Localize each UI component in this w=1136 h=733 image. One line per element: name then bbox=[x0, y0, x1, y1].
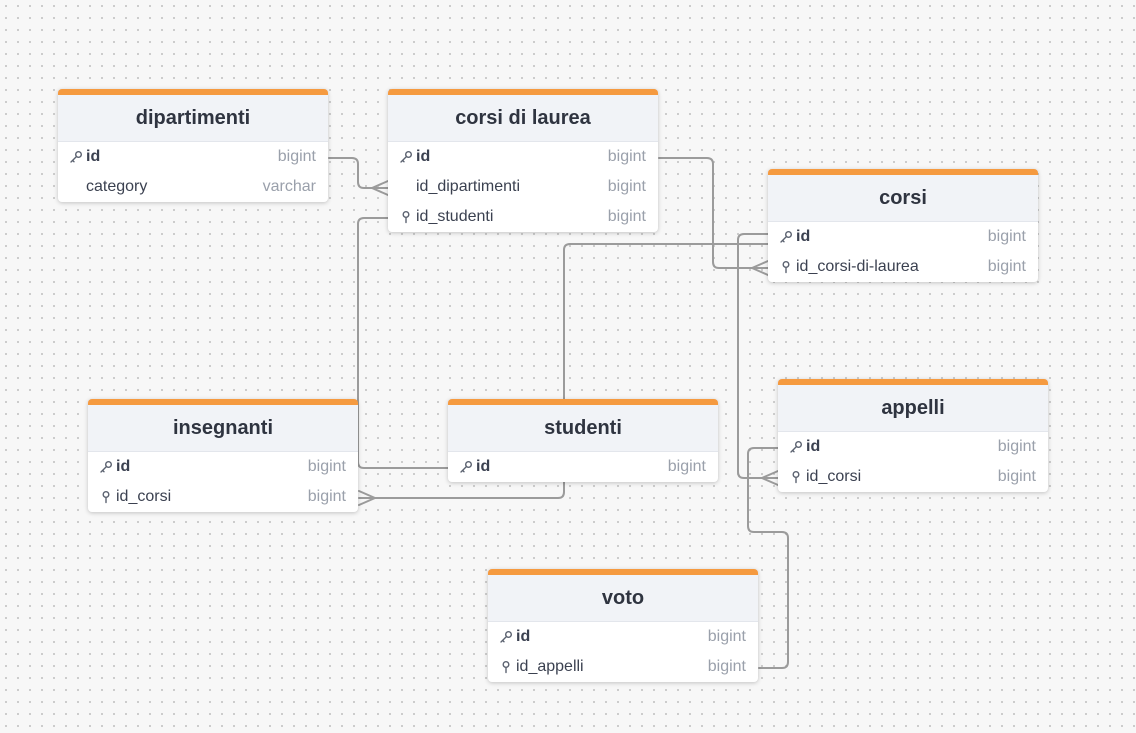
field-type: bigint bbox=[997, 438, 1036, 455]
field-row[interactable]: id_dipartimenti bigint bbox=[388, 172, 658, 202]
foreign-key-icon bbox=[498, 652, 514, 682]
field-type: bigint bbox=[707, 658, 746, 675]
field-type: bigint bbox=[607, 148, 646, 165]
field-name: id bbox=[86, 148, 101, 165]
edge-corsi-di-laurea-corsi bbox=[658, 157, 769, 269]
field-type: bigint bbox=[277, 148, 316, 165]
field-name: id bbox=[476, 458, 491, 475]
table-voto[interactable]: voto id bigint id_appelli bigint bbox=[488, 569, 758, 682]
foreign-key-icon bbox=[98, 482, 114, 512]
key-icon bbox=[778, 222, 794, 252]
field-row[interactable]: id bigint bbox=[488, 622, 758, 652]
key-icon bbox=[788, 432, 804, 462]
table-insegnanti[interactable]: insegnanti id bigint id_corsi bigint bbox=[88, 399, 358, 512]
table-corsi[interactable]: corsi id bigint id_corsi-di-laurea bigint bbox=[768, 169, 1038, 282]
field-name: id bbox=[416, 148, 431, 165]
field-type: bigint bbox=[987, 228, 1026, 245]
field-type: bigint bbox=[667, 458, 706, 475]
table-title: corsi di laurea bbox=[388, 95, 658, 142]
field-type: varchar bbox=[262, 178, 316, 195]
field-row[interactable]: id_corsi bigint bbox=[778, 462, 1048, 492]
table-title: dipartimenti bbox=[58, 95, 328, 142]
key-icon bbox=[98, 452, 114, 482]
field-type: bigint bbox=[607, 208, 646, 225]
field-name: id_corsi bbox=[116, 488, 172, 505]
field-row[interactable]: id_appelli bigint bbox=[488, 652, 758, 682]
field-name: id_corsi bbox=[806, 468, 862, 485]
field-type: bigint bbox=[997, 468, 1036, 485]
crowfoot-icon bbox=[371, 180, 389, 196]
field-type: bigint bbox=[607, 178, 646, 195]
field-name: id_corsi-di-laurea bbox=[796, 258, 919, 275]
field-name: id_studenti bbox=[416, 208, 494, 225]
field-row[interactable]: id bigint bbox=[448, 452, 718, 482]
table-title: appelli bbox=[778, 385, 1048, 432]
table-studenti[interactable]: studenti id bigint bbox=[448, 399, 718, 482]
key-icon bbox=[498, 622, 514, 652]
table-title: insegnanti bbox=[88, 405, 358, 452]
field-type: bigint bbox=[987, 258, 1026, 275]
field-row[interactable]: id bigint bbox=[778, 432, 1048, 462]
field-row[interactable]: id bigint bbox=[88, 452, 358, 482]
field-name: category bbox=[86, 178, 148, 195]
field-type: bigint bbox=[707, 628, 746, 645]
table-dipartimenti[interactable]: dipartimenti id bigint category varchar bbox=[58, 89, 328, 202]
foreign-key-icon bbox=[398, 202, 414, 232]
edge-dipartimenti-corsi-di-laurea bbox=[328, 157, 389, 189]
field-name: id_appelli bbox=[516, 658, 584, 675]
field-name: id_dipartimenti bbox=[416, 178, 521, 195]
field-row[interactable]: id bigint bbox=[768, 222, 1038, 252]
field-name: id bbox=[516, 628, 531, 645]
field-row[interactable]: id bigint bbox=[58, 142, 328, 172]
crowfoot-icon bbox=[751, 260, 769, 276]
field-row[interactable]: id_studenti bigint bbox=[388, 202, 658, 232]
field-row[interactable]: id_corsi bigint bbox=[88, 482, 358, 512]
field-name: id bbox=[806, 438, 821, 455]
table-title: voto bbox=[488, 575, 758, 622]
field-type: bigint bbox=[307, 488, 346, 505]
field-row[interactable]: id_corsi-di-laurea bigint bbox=[768, 252, 1038, 282]
field-row[interactable]: category varchar bbox=[58, 172, 328, 202]
edge-studenti-corsi-di-laurea bbox=[357, 217, 449, 469]
key-icon bbox=[68, 142, 84, 172]
field-row[interactable]: id bigint bbox=[388, 142, 658, 172]
table-title: studenti bbox=[448, 405, 718, 452]
crowfoot-icon bbox=[358, 490, 376, 506]
field-name: id bbox=[116, 458, 131, 475]
foreign-key-icon bbox=[788, 462, 804, 492]
field-type: bigint bbox=[307, 458, 346, 475]
crowfoot-icon bbox=[761, 470, 779, 486]
table-title: corsi bbox=[768, 175, 1038, 222]
field-icon-empty bbox=[398, 172, 414, 202]
field-icon-empty bbox=[68, 172, 84, 202]
field-name: id bbox=[796, 228, 811, 245]
key-icon bbox=[458, 452, 474, 482]
table-appelli[interactable]: appelli id bigint id_corsi bigint bbox=[778, 379, 1048, 492]
foreign-key-icon bbox=[778, 252, 794, 282]
key-icon bbox=[398, 142, 414, 172]
